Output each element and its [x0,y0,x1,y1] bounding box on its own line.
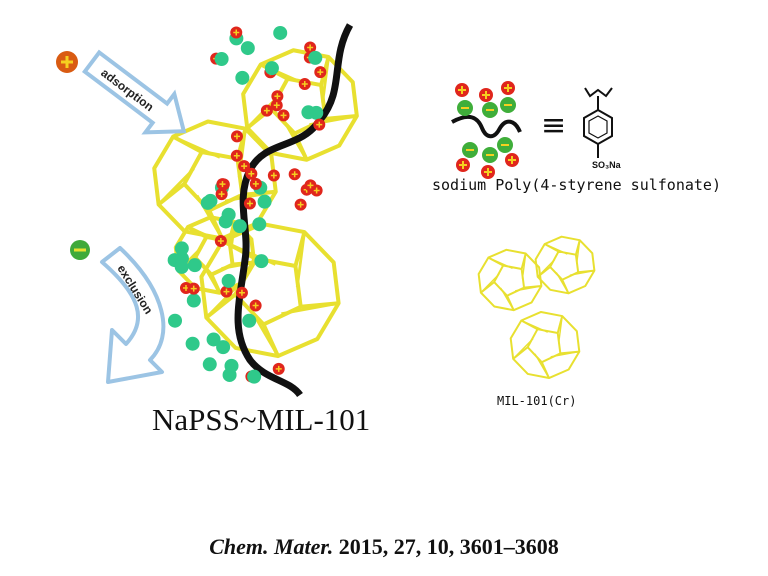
equivalence-symbol: ≡ [541,108,567,143]
cation-ball [220,285,233,298]
anion-ball [202,357,217,372]
citation-details: 2015, 27, 10, 3601–3608 [338,534,559,559]
anion-ball [221,207,236,222]
anion-ball [203,193,218,208]
cation-ball [481,165,495,179]
cation-ball [272,362,285,375]
anion-ball [214,52,229,67]
cation-ball [215,188,228,201]
cation-ball [187,282,200,295]
anion-ball [482,147,498,163]
citation-journal: Chem. Mater. [209,534,334,559]
cation-ball [455,83,469,97]
anion-ball [497,137,513,153]
anion-ball [308,50,323,65]
cation-ball [277,109,290,122]
cation-ball [304,179,317,192]
anion-ball [221,273,236,288]
cation-ball [245,167,258,180]
anion-ball [235,70,250,85]
anion-ball [462,142,478,158]
cation-ball [270,99,283,112]
anion-ball [242,313,257,328]
anion-icon [70,240,90,260]
cation-ball [235,286,248,299]
cation-ball [271,90,284,103]
cation-ball [230,149,243,162]
mil-101-framework-small [477,235,596,380]
anion-ball [500,97,516,113]
cation-ball [314,66,327,79]
cation-ball [313,118,326,131]
cation-ball [505,153,519,167]
cage [534,235,596,295]
cation-ball [238,160,251,173]
exclusion-arrow: exclusion [100,246,166,384]
anion-ball [257,194,272,209]
anion-ball [185,336,200,351]
anion-ball [254,254,269,269]
cation-ball [479,88,493,102]
cage [509,310,581,380]
cation-ball [216,178,229,191]
cation-ball [243,197,256,210]
citation: Chem. Mater. 2015, 27, 10, 3601–3608 [0,534,768,560]
cation-ball [214,235,227,248]
cation-ball [249,299,262,312]
anion-ball [247,369,262,384]
cation-ball [260,104,273,117]
anion-ball [232,219,247,234]
cation-icon [56,51,78,73]
anion-ball [187,258,202,273]
ion-cluster [167,25,327,384]
composite-title: NaPSS~MIL-101 [152,402,371,437]
anion-ball [457,100,473,116]
cation-ball [288,168,301,181]
polymer-name: sodium Poly(4-styrene sulfonate) [432,176,721,194]
anion-ball [224,358,239,373]
substituent-label: SO₃Na [592,160,621,170]
anion-ball [174,241,189,256]
cation-ball [298,78,311,91]
cation-ball [267,169,280,182]
anion-ball [240,41,255,56]
adsorption-arrow: adsorption [81,49,187,135]
anion-ball [216,340,231,355]
anion-ball [309,105,324,120]
cation-ball [230,130,243,143]
anion-ball [482,102,498,118]
anion-ball [186,293,201,308]
anion-ball [174,259,189,274]
cation-ball [294,198,307,211]
cation-ball [249,177,262,190]
anion-ball [264,61,279,76]
anion-ball [252,217,267,232]
cage [477,248,543,312]
cation-ball [501,81,515,95]
anion-ball [206,332,221,347]
styrene-sulfonate-structure-icon [583,87,613,158]
cation-ball [456,158,470,172]
anion-ball [273,25,288,40]
anion-ball [168,313,183,328]
cation-ball [230,26,243,39]
cation-ball [304,41,317,54]
napss-chain [234,23,354,398]
polyelectrolyte-icon [451,81,522,179]
mof-label: MIL-101(Cr) [497,394,577,408]
